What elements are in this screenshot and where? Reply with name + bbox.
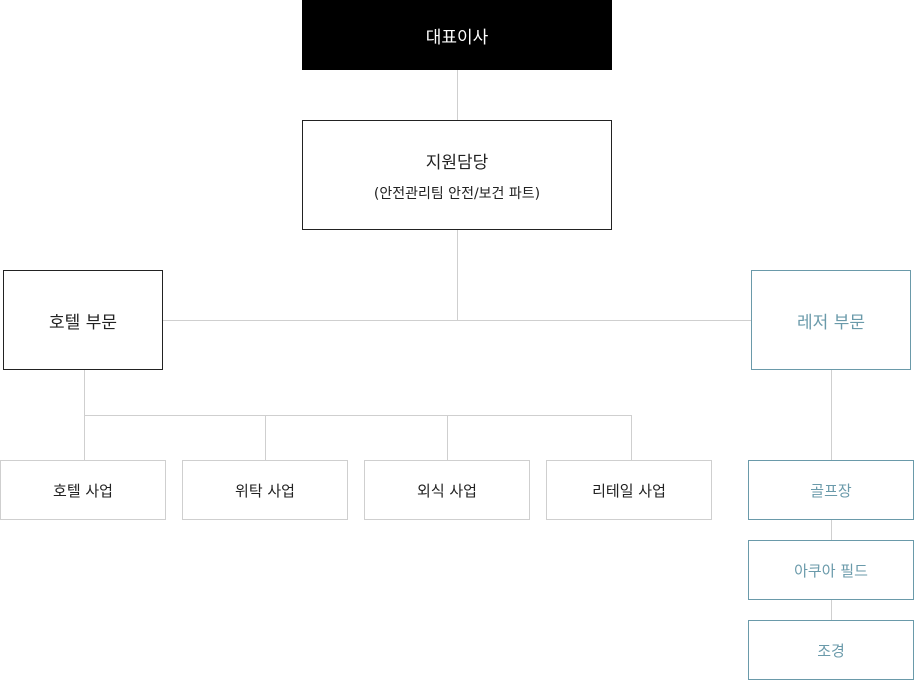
connector-biz-4 — [631, 415, 632, 460]
connector-leisure-1-2 — [831, 520, 832, 540]
aqua-field-node: 아쿠아 필드 — [748, 540, 914, 600]
consignment-business-label: 위탁 사업 — [235, 481, 295, 500]
hotel-division-node: 호텔 부문 — [3, 270, 163, 370]
landscaping-node: 조경 — [748, 620, 914, 680]
support-title: 지원담당 — [425, 152, 489, 173]
ceo-label: 대표이사 — [425, 27, 489, 48]
leisure-division-label: 레저 부문 — [797, 312, 865, 333]
connector-support-divisions — [457, 230, 458, 320]
ceo-node: 대표이사 — [302, 0, 612, 70]
retail-business-node: 리테일 사업 — [546, 460, 712, 520]
connector-biz-2 — [265, 415, 266, 460]
connector-hotel-branch — [84, 415, 632, 416]
consignment-business-node: 위탁 사업 — [182, 460, 348, 520]
connector-ceo-support — [457, 70, 458, 120]
leisure-division-node: 레저 부문 — [751, 270, 911, 370]
hotel-business-label: 호텔 사업 — [53, 481, 113, 500]
support-subtitle: (안전관리팀 안전/보건 파트) — [373, 185, 541, 202]
food-business-label: 외식 사업 — [417, 481, 477, 500]
hotel-division-label: 호텔 부문 — [49, 312, 117, 333]
golf-course-node: 골프장 — [748, 460, 914, 520]
connector-biz-3 — [447, 415, 448, 460]
hotel-business-node: 호텔 사업 — [0, 460, 166, 520]
food-business-node: 외식 사업 — [364, 460, 530, 520]
connector-divisions-horizontal — [163, 320, 751, 321]
golf-course-label: 골프장 — [810, 481, 852, 500]
connector-leisure-2-3 — [831, 600, 832, 620]
connector-leisure-down — [831, 370, 832, 460]
support-node: 지원담당 (안전관리팀 안전/보건 파트) — [302, 120, 612, 230]
landscaping-label: 조경 — [817, 641, 845, 660]
aqua-field-label: 아쿠아 필드 — [794, 561, 868, 580]
retail-business-label: 리테일 사업 — [592, 481, 666, 500]
